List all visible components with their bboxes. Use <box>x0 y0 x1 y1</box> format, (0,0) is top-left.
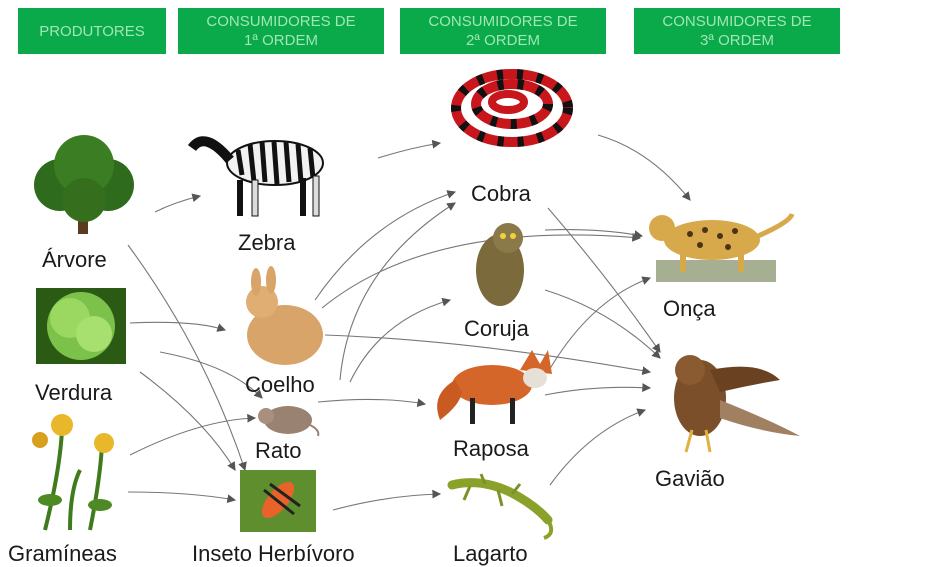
label-coelho: Coelho <box>245 372 315 398</box>
label-inseto: Inseto Herbívoro <box>192 541 355 567</box>
label-raposa: Raposa <box>453 436 529 462</box>
owl-image <box>476 223 524 306</box>
lettuce-image <box>36 288 126 364</box>
grass-flowers-image <box>32 414 114 530</box>
hawk-image <box>674 355 800 452</box>
snake-image <box>456 74 568 142</box>
label-lagarto: Lagarto <box>453 541 528 567</box>
label-gramineas: Gramíneas <box>8 541 117 567</box>
zebra-image <box>192 141 323 216</box>
label-rato: Rato <box>255 438 301 464</box>
lizard-image <box>452 474 551 538</box>
fox-image <box>437 350 552 424</box>
label-coruja: Coruja <box>464 316 529 342</box>
label-gaviao: Gavião <box>655 466 725 492</box>
label-onca: Onça <box>663 296 716 322</box>
rabbit-image <box>246 266 323 365</box>
jaguar-image <box>649 214 792 282</box>
rat-image <box>258 406 318 436</box>
label-zebra: Zebra <box>238 230 295 256</box>
label-verdura: Verdura <box>35 380 112 406</box>
tree-image <box>34 135 134 234</box>
insect-image <box>240 470 316 532</box>
label-arvore: Árvore <box>42 247 107 273</box>
label-cobra: Cobra <box>471 181 531 207</box>
